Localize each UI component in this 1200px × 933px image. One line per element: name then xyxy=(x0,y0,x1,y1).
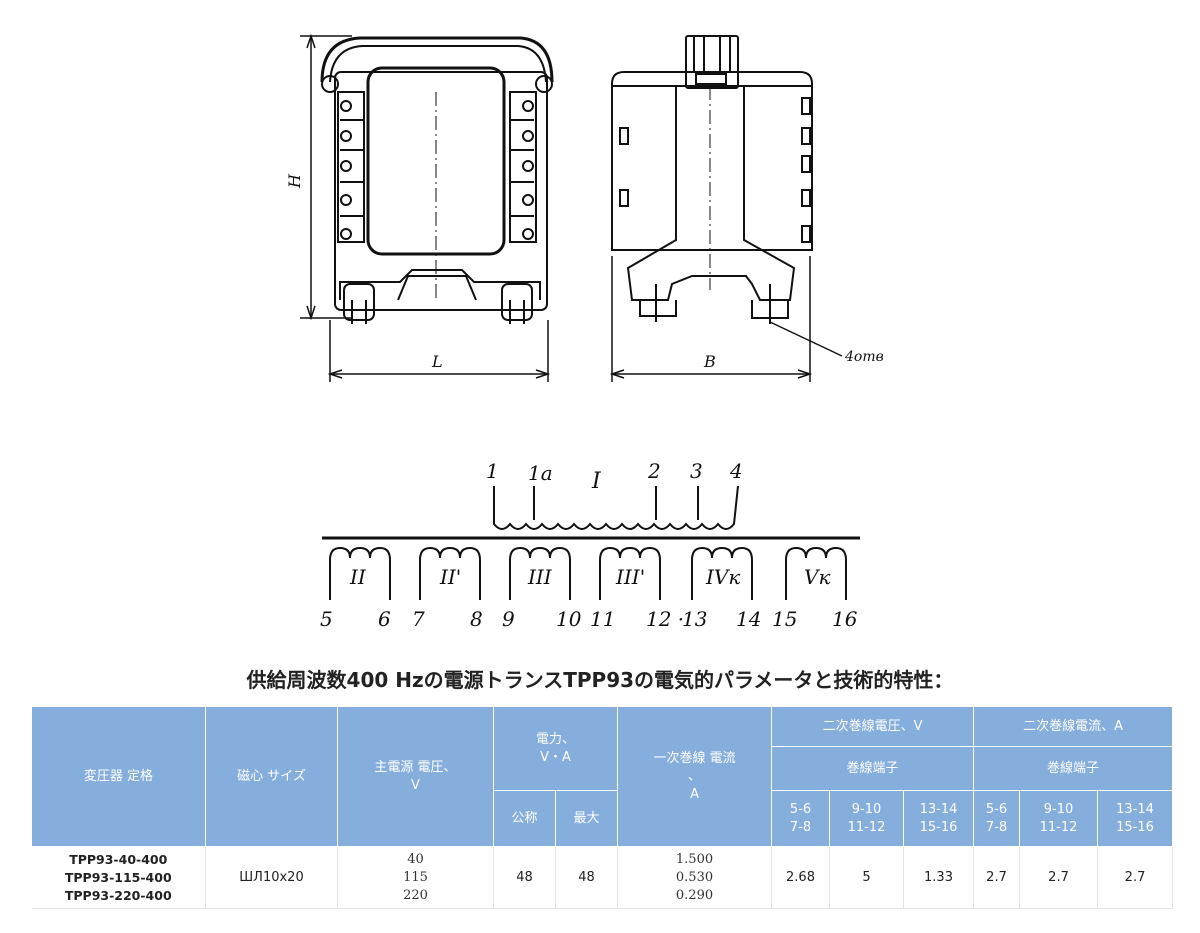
cell-power-nominal: 48 xyxy=(493,846,556,909)
dimension-b xyxy=(609,256,813,382)
winding-label: Vк xyxy=(804,565,830,589)
winding-label: II xyxy=(349,565,367,589)
header-terminals: 巻線端子 xyxy=(973,746,1174,791)
terminal-number: 9 xyxy=(502,607,515,631)
cell-sec-current: 2.7 xyxy=(1019,846,1099,909)
terminal-number: 13 xyxy=(682,607,707,631)
side-view xyxy=(611,35,813,324)
cell-power-max: 48 xyxy=(555,846,619,909)
header-supply-voltage: 主電源 電圧、V xyxy=(337,706,494,847)
dim-l-label: L xyxy=(431,352,443,371)
header-terminals: 巻線端子 xyxy=(771,746,975,791)
terminal-number: 12 · xyxy=(646,607,684,631)
dimension-l xyxy=(327,320,551,382)
header-secondary-voltage: 二次巻線電圧、V xyxy=(771,706,975,747)
dimension-h xyxy=(300,33,352,321)
spec-table: 変圧器 定格 磁心 サイズ 主電源 電圧、V 電力、V・A 一次巻線 電流、A … xyxy=(31,706,1174,909)
header-primary-current: 一次巻線 電流、A xyxy=(617,706,773,847)
cell-sec-voltage: 5 xyxy=(829,846,905,909)
terminal-number: 5 xyxy=(320,607,333,631)
page-title: 供給周波数400 Hzの電源トランスTPP93の電気的パラメータと技術的特性： xyxy=(246,668,954,692)
wiring-diagram xyxy=(322,485,860,600)
header-power-nominal: 公称 xyxy=(493,790,556,847)
terminal-number: 15 xyxy=(772,607,797,631)
header-secondary-current: 二次巻線電流、A xyxy=(973,706,1174,747)
header-model: 変圧器 定格 xyxy=(31,706,206,847)
winding-label: III' xyxy=(615,565,645,589)
front-view xyxy=(320,36,554,324)
winding-label: II' xyxy=(439,565,461,589)
dim-h-label: H xyxy=(285,173,304,189)
cell-sec-voltage: 2.68 xyxy=(771,846,831,909)
winding-label: III xyxy=(527,565,553,589)
tap-label-3: 3 xyxy=(690,459,703,483)
header-power-max: 最大 xyxy=(554,790,619,847)
terminal-number: 10 xyxy=(556,607,582,631)
header-power: 電力、V・A xyxy=(492,706,619,791)
transformer-drawing: H L B xyxy=(285,33,884,631)
holes-label: 4отв xyxy=(844,349,884,365)
cell-sec-voltage: 1.33 xyxy=(903,846,975,909)
dim-b-label: B xyxy=(703,352,716,371)
terminal-number: 7 xyxy=(412,607,425,631)
cell-sec-current: 2.7 xyxy=(973,846,1021,909)
tap-label-2: 2 xyxy=(647,459,661,483)
terminal-number: 8 xyxy=(470,607,483,631)
tap-label-1: 1 xyxy=(486,459,499,483)
tap-label-1a: 1a xyxy=(528,461,553,485)
cell-core: ШЛ10х20 xyxy=(205,846,338,909)
terminal-number: 16 xyxy=(832,607,858,631)
terminal-number: 14 xyxy=(736,607,761,631)
winding-label-primary: I xyxy=(591,469,602,494)
terminal-number: 6 xyxy=(378,607,391,631)
terminal-number: 11 xyxy=(590,607,615,631)
winding-label: IVк xyxy=(705,565,740,589)
tap-label-4: 4 xyxy=(729,459,743,483)
header-core: 磁心 サイズ xyxy=(205,706,338,847)
cell-sec-current: 2.7 xyxy=(1097,846,1174,909)
